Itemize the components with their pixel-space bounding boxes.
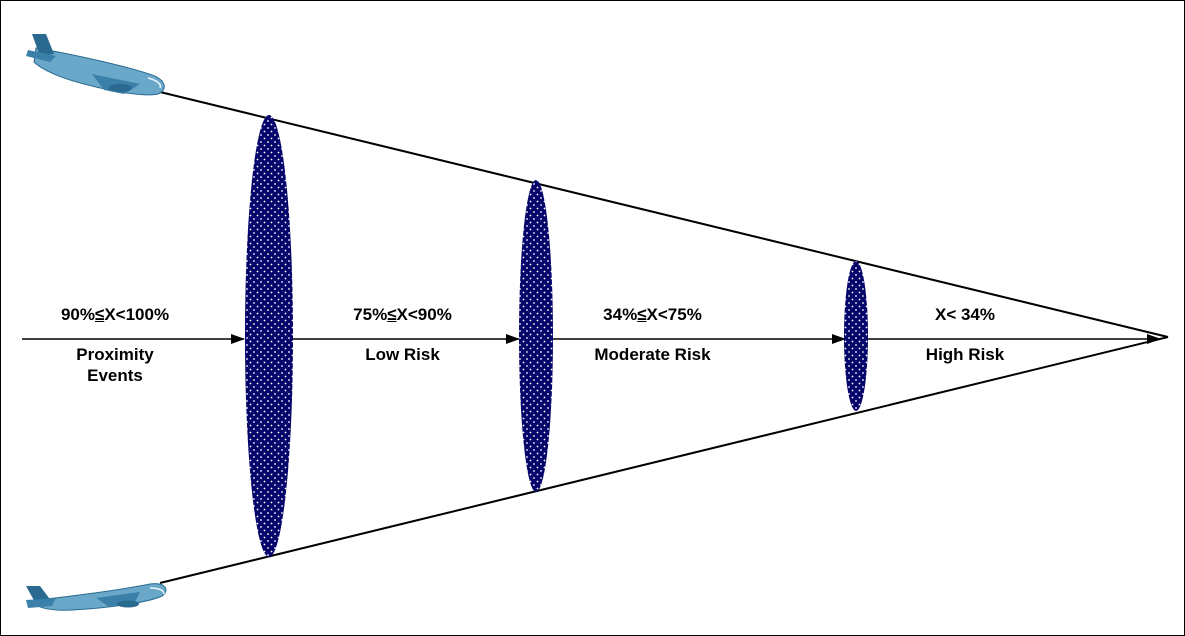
boundary-ellipse-1 xyxy=(245,115,293,557)
zone-2-label: Low Risk xyxy=(365,345,440,364)
zone-4-range: X< 34% xyxy=(934,305,995,324)
cone-lower-line xyxy=(159,336,1169,584)
zone-3-range: 34%≤X<75% xyxy=(603,305,702,324)
zone-1-range: 90%≤X<100% xyxy=(60,305,170,324)
boundary-ellipse-2 xyxy=(519,180,553,492)
zone-4-label: High Risk xyxy=(925,345,1005,364)
zone-3-label: Moderate Risk xyxy=(594,345,711,364)
zone-1-label: Proximity Events xyxy=(76,345,154,385)
cone-upper-line xyxy=(159,91,1169,338)
boundary-ellipse-3 xyxy=(844,261,868,411)
airplane-bottom-icon xyxy=(26,583,167,611)
airplane-top-icon xyxy=(26,34,165,96)
zone-2-range: 75%≤X<90% xyxy=(353,305,452,324)
